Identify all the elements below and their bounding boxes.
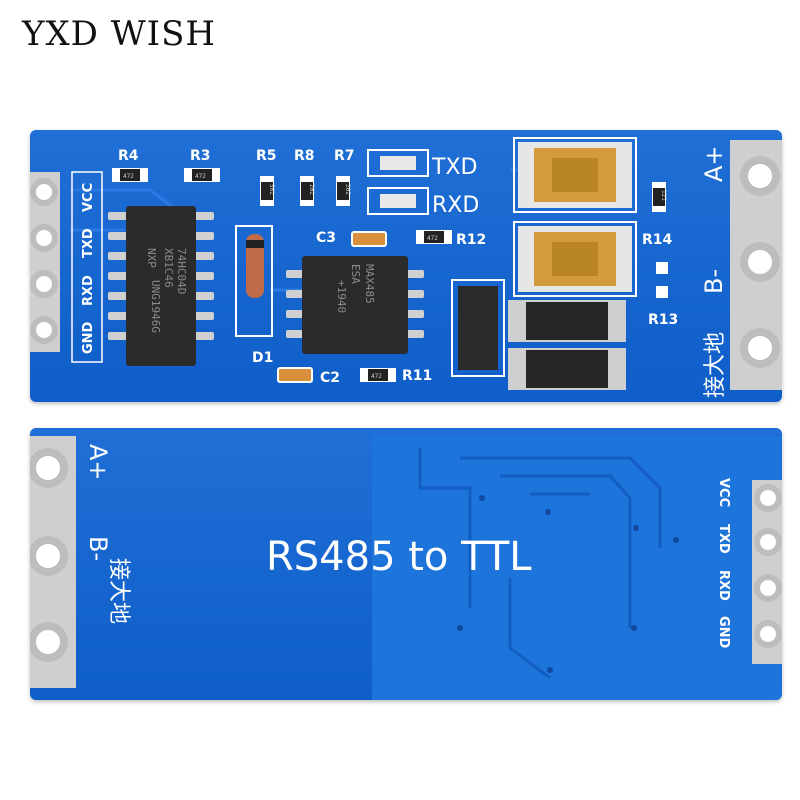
bottom-terminal-label-b: B- [84,536,112,561]
label-r5: R5 [256,148,277,164]
brand-watermark: YXD WISH [22,14,217,54]
svg-text:MAX485: MAX485 [363,264,376,304]
label-d1: D1 [252,350,273,366]
svg-text:202: 202 [344,184,351,195]
ground-label-top: 接大地 [703,332,728,398]
label-r7: R7 [334,148,355,164]
pin-label-txd: TXD [81,228,96,258]
left-terminal [30,436,76,688]
smd-resistors [112,168,668,382]
svg-text:NXP: NXP [145,248,158,268]
pcb-bottom-view: A+ B- 接大地 RS485 to TTL VCC TXD RXD GND [30,428,782,700]
svg-text:562: 562 [268,184,275,195]
led-rxd [367,187,429,215]
led-label-txd: TXD [431,155,477,180]
label-r3: R3 [190,148,211,164]
tvs-diode [458,286,498,370]
label-r11: R11 [402,368,432,384]
bottom-terminal-label-a: A+ [84,444,112,481]
svg-text:XB1C46: XB1C46 [162,248,175,288]
smd-diodes [508,300,626,390]
svg-text:121: 121 [660,190,667,201]
svg-text:74HC04D: 74HC04D [175,248,188,294]
ptc-fuse-2 [513,221,637,297]
diode-d1 [235,225,273,337]
led-label-rxd: RXD [432,193,479,218]
svg-text:UNG1946G: UNG1946G [149,280,162,333]
svg-text:472: 472 [123,173,134,180]
svg-text:472: 472 [371,373,382,380]
ground-label-bottom: 接大地 [106,558,131,624]
bottom-pin-label-txd: TXD [716,524,731,554]
svg-text:202: 202 [308,184,315,195]
label-r14: R14 [642,232,673,248]
svg-text:472: 472 [427,235,438,242]
bottom-pin-label-vcc: VCC [716,478,731,507]
label-c3: C3 [316,230,336,246]
right-pin-header [752,480,782,664]
led-txd [367,149,429,177]
capacitor-c2 [277,367,313,383]
ic-max485: MAX485 ESA +1940 [286,256,424,354]
ptc-fuse-1 [513,137,637,213]
ic-74hc04d: NXP 74HC04D XB1C46 UNG1946G [108,206,214,366]
pin-label-rxd: RXD [81,275,96,306]
label-r4: R4 [118,148,139,164]
label-r8: R8 [294,148,315,164]
right-terminal [730,140,782,390]
pin-label-gnd: GND [81,321,96,354]
bottom-pin-label-gnd: GND [716,616,731,649]
svg-text:472: 472 [195,173,206,180]
svg-text:ESA: ESA [349,264,362,284]
capacitor-c3 [351,231,387,247]
pcb-top-view: VCC TXD RXD GND NXP 74HC04D XB1C46 UNG19… [30,130,782,402]
label-c2: C2 [320,370,340,386]
bottom-pin-label-rxd: RXD [716,570,731,601]
label-r13: R13 [648,312,678,328]
board-title: RS485 to TTL [266,534,532,580]
pin-label-vcc: VCC [81,183,96,212]
terminal-label-b: B- [700,269,728,294]
left-pin-header [30,172,60,352]
label-r12: R12 [456,232,486,248]
terminal-label-a: A+ [700,145,728,182]
svg-text:+1940: +1940 [335,280,348,313]
